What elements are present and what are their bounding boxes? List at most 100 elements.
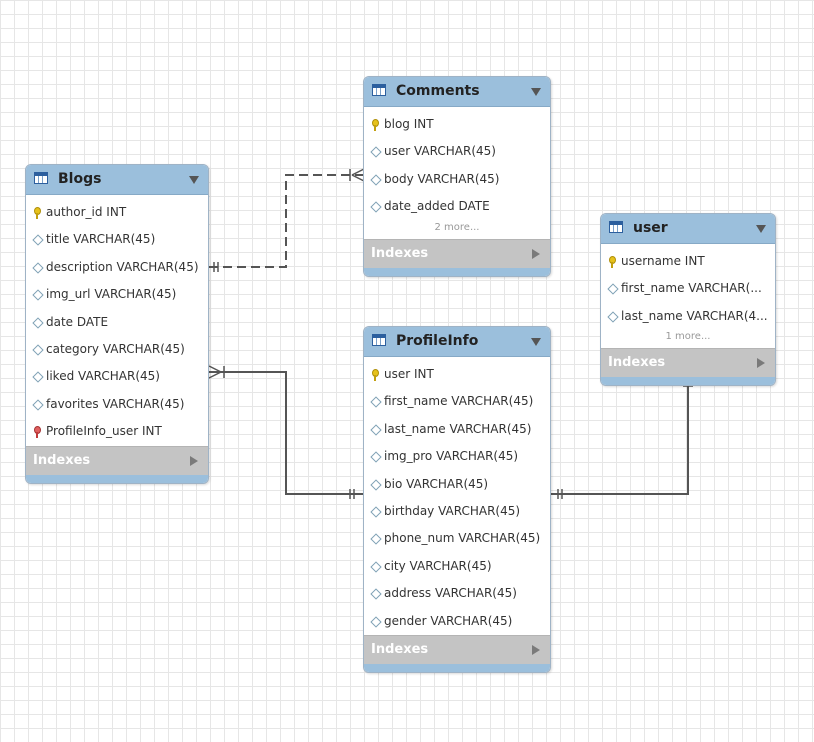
- column-label: first_name VARCHAR(...: [621, 281, 762, 296]
- column-diamond-icon: [370, 424, 382, 436]
- column-diamond-icon: [370, 478, 382, 491]
- column-label: phone_num VARCHAR(45): [384, 531, 541, 546]
- column-row[interactable]: first_name VARCHAR(...: [601, 275, 775, 302]
- table-icon: [609, 221, 623, 233]
- column-row[interactable]: blog INT: [364, 111, 550, 138]
- collapse-arrow-icon[interactable]: [756, 225, 766, 233]
- table-comments[interactable]: Comments blog INT user VARCHAR(45) body VA…: [363, 76, 551, 277]
- column-diamond-icon: [32, 262, 44, 274]
- column-label: user VARCHAR(45): [384, 144, 496, 159]
- table-icon: [372, 334, 386, 346]
- column-row[interactable]: body VARCHAR(45): [364, 166, 550, 193]
- column-row[interactable]: favorites VARCHAR(45): [26, 391, 208, 418]
- column-diamond-icon: [607, 283, 619, 296]
- table-profileinfo[interactable]: ProfileInfo user INT first_name VARCHAR(4…: [363, 326, 551, 673]
- column-row[interactable]: birthday VARCHAR(45): [364, 498, 550, 525]
- column-label: gender VARCHAR(45): [384, 613, 513, 628]
- table-title: ProfileInfo: [396, 333, 479, 349]
- column-label: img_url VARCHAR(45): [46, 287, 177, 302]
- column-row[interactable]: user INT: [364, 361, 550, 388]
- column-row[interactable]: last_name VARCHAR(45): [364, 416, 550, 443]
- column-row[interactable]: city VARCHAR(45): [364, 553, 550, 580]
- relation-profileinfo-user[interactable]: [551, 376, 689, 495]
- column-diamond-icon: [370, 451, 382, 463]
- column-diamond-icon: [32, 316, 44, 329]
- column-list: author_id INT title VARCHAR(45) descriptio…: [26, 195, 208, 446]
- table-header[interactable]: user: [601, 214, 775, 244]
- column-label: body VARCHAR(45): [384, 171, 500, 186]
- table-footer: [26, 474, 208, 483]
- column-diamond-icon: [370, 533, 382, 546]
- indexes-section[interactable]: Indexes: [601, 348, 775, 378]
- more-columns-label[interactable]: 1 more...: [665, 331, 711, 343]
- table-header[interactable]: ProfileInfo: [364, 327, 550, 357]
- column-list: username INT first_name VARCHAR(... last_n…: [601, 244, 775, 330]
- table-user[interactable]: user username INT first_name VARCHAR(... l…: [600, 213, 776, 387]
- expand-arrow-icon[interactable]: [532, 248, 540, 259]
- column-row[interactable]: phone_num VARCHAR(45): [364, 525, 550, 552]
- primary-key-icon: [33, 207, 41, 219]
- relation-blogs-comments[interactable]: [209, 174, 364, 268]
- column-label: last_name VARCHAR(4...: [621, 308, 768, 323]
- column-diamond-icon: [32, 289, 44, 301]
- column-row[interactable]: liked VARCHAR(45): [26, 363, 208, 390]
- indexes-label: Indexes: [371, 245, 429, 261]
- column-row[interactable]: img_url VARCHAR(45): [26, 281, 208, 308]
- column-label: first_name VARCHAR(45): [384, 394, 534, 409]
- expand-arrow-icon[interactable]: [532, 644, 540, 655]
- column-row[interactable]: username INT: [601, 248, 775, 275]
- table-blogs[interactable]: Blogs author_id INT title VARCHAR(45) desc…: [25, 164, 209, 484]
- table-icon: [34, 172, 48, 184]
- column-row[interactable]: title VARCHAR(45): [26, 226, 208, 253]
- table-header[interactable]: Blogs: [26, 165, 208, 195]
- table-title: user: [633, 220, 668, 236]
- indexes-section[interactable]: Indexes: [364, 238, 550, 268]
- table-header[interactable]: Comments: [364, 77, 550, 107]
- indexes-section[interactable]: Indexes: [26, 445, 208, 475]
- column-row[interactable]: bio VARCHAR(45): [364, 471, 550, 498]
- collapse-arrow-icon[interactable]: [189, 176, 199, 184]
- expand-arrow-icon[interactable]: [190, 455, 198, 466]
- collapse-arrow-icon[interactable]: [531, 88, 541, 96]
- column-label: liked VARCHAR(45): [46, 369, 160, 384]
- expand-arrow-icon[interactable]: [757, 358, 765, 369]
- column-list: blog INT user VARCHAR(45) body VARCHAR(45)…: [364, 107, 550, 221]
- table-footer: [364, 663, 550, 672]
- column-row[interactable]: description VARCHAR(45): [26, 254, 208, 281]
- column-row[interactable]: last_name VARCHAR(4...: [601, 303, 775, 330]
- table-footer: [601, 377, 775, 386]
- column-diamond-icon: [370, 396, 382, 409]
- column-diamond-icon: [370, 615, 382, 628]
- column-label: author_id INT: [46, 205, 127, 219]
- column-diamond-icon: [607, 311, 619, 323]
- table-icon: [372, 84, 386, 96]
- indexes-label: Indexes: [608, 355, 666, 371]
- column-label: address VARCHAR(45): [384, 586, 517, 601]
- more-columns-label[interactable]: 2 more...: [434, 221, 480, 233]
- column-row[interactable]: user VARCHAR(45): [364, 138, 550, 165]
- column-row[interactable]: img_pro VARCHAR(45): [364, 443, 550, 470]
- indexes-label: Indexes: [371, 641, 429, 657]
- primary-key-icon: [371, 369, 379, 381]
- foreign-key-icon: [33, 426, 41, 439]
- table-title: Comments: [396, 83, 480, 99]
- column-row[interactable]: date DATE: [26, 309, 208, 336]
- column-label: description VARCHAR(45): [46, 259, 199, 274]
- cardinality-crowfoot: [351, 174, 365, 182]
- column-row[interactable]: gender VARCHAR(45): [364, 608, 550, 635]
- column-row[interactable]: category VARCHAR(45): [26, 336, 208, 363]
- column-label: ProfileInfo_user INT: [46, 424, 162, 439]
- column-row[interactable]: first_name VARCHAR(45): [364, 388, 550, 415]
- column-row[interactable]: author_id INT: [26, 199, 208, 226]
- column-diamond-icon: [370, 561, 382, 573]
- collapse-arrow-icon[interactable]: [531, 338, 541, 346]
- column-row[interactable]: ProfileInfo_user INT: [26, 418, 208, 445]
- relation-blogs-profileinfo[interactable]: [209, 371, 364, 495]
- column-row[interactable]: date_added DATE: [364, 193, 550, 220]
- column-diamond-icon: [32, 344, 44, 356]
- indexes-section[interactable]: Indexes: [364, 634, 550, 664]
- column-diamond-icon: [370, 506, 382, 518]
- column-row[interactable]: address VARCHAR(45): [364, 580, 550, 607]
- cardinality-crowfoot: [351, 168, 365, 176]
